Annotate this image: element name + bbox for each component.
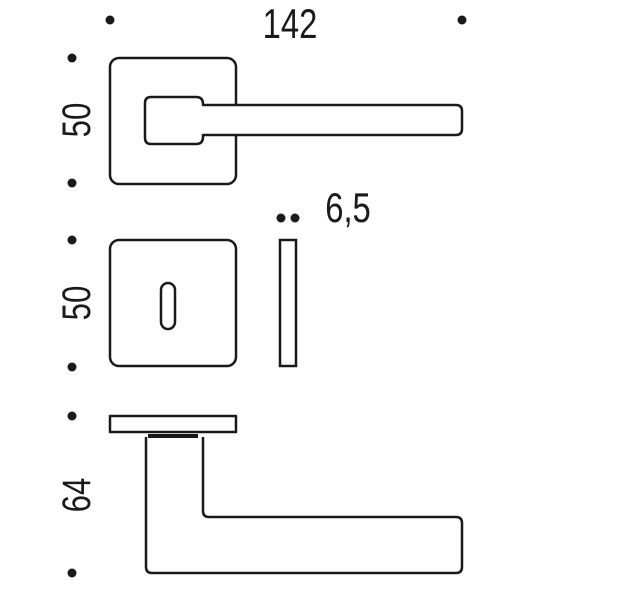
thickness-dimension: 6,5 xyxy=(276,184,371,368)
lever-dot-bottom xyxy=(67,568,77,578)
lever-dot-top xyxy=(67,411,77,421)
thickness-dot-left xyxy=(276,213,286,223)
lever-handle-top-view xyxy=(143,95,464,146)
escutcheon-dot-bottom xyxy=(67,362,77,372)
escutcheon-dimension: 50 xyxy=(54,235,99,372)
plate-side-profile xyxy=(278,238,298,368)
rose-dot-bottom xyxy=(67,178,77,188)
collar xyxy=(148,434,198,438)
width-dot-left xyxy=(105,15,115,25)
rose-dimension: 50 xyxy=(54,53,99,188)
keyhole-icon xyxy=(159,281,177,331)
lever-side-view xyxy=(108,414,464,575)
rose-height-label: 50 xyxy=(54,103,99,138)
width-dot-right xyxy=(457,15,467,25)
escutcheon-height-label: 50 xyxy=(54,286,99,321)
rose-dot-top xyxy=(67,53,77,63)
square-escutcheon xyxy=(108,238,238,368)
rose-with-lever xyxy=(108,56,464,186)
width-dimension: 142 xyxy=(105,0,467,47)
escutcheon-plate xyxy=(108,238,238,368)
thickness-dot-right xyxy=(290,213,300,223)
lever-dimension: 64 xyxy=(54,411,99,578)
lever-handle-side-view xyxy=(144,437,464,575)
escutcheon-dot-top xyxy=(67,235,77,245)
width-label: 142 xyxy=(263,0,318,47)
rose-side-profile xyxy=(108,414,238,434)
thickness-label: 6,5 xyxy=(325,184,371,231)
lever-height-label: 64 xyxy=(54,478,99,513)
